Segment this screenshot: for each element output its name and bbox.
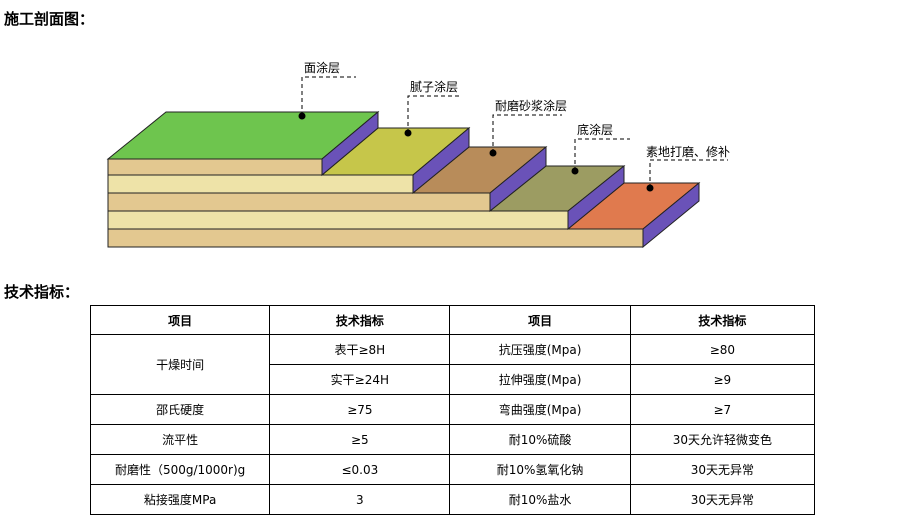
cell-item: 流平性 xyxy=(89,424,271,455)
top-coat-side xyxy=(321,110,379,177)
header-item-2: 项目 xyxy=(449,305,631,335)
table-header-row: 项目 技术指标 项目 技术指标 xyxy=(89,305,816,335)
cell-item: 耐磨性（500g/1000r)g xyxy=(89,454,271,485)
top-coat-dot xyxy=(298,112,306,120)
base-layer-4 xyxy=(107,210,569,230)
spec-table: 项目 技术指标 项目 技术指标 干燥时间 表干≥8H 抗压强度(Mpa) ≥80… xyxy=(89,305,816,515)
cell-value: 30天允许轻微变色 xyxy=(629,424,816,455)
header-spec-1: 技术指标 xyxy=(269,305,451,335)
table-row: 干燥时间 表干≥8H 抗压强度(Mpa) ≥80 xyxy=(89,334,816,395)
table-row: 邵氏硬度 ≥75 弯曲强度(Mpa) ≥7 xyxy=(89,394,816,425)
leader-lines xyxy=(301,76,728,188)
cell-item: 粘接强度MPa xyxy=(89,484,271,515)
cell-value: 30天无异常 xyxy=(629,454,816,485)
cell-item: 耐10%硫酸 xyxy=(449,424,631,455)
base-layer-1 xyxy=(107,158,323,176)
cell-value: 3 xyxy=(269,484,451,515)
substrate-dot xyxy=(646,184,654,192)
table-row: 耐磨性（500g/1000r)g ≤0.03 耐10%氢氧化钠 30天无异常 xyxy=(89,454,816,485)
cell-value: ≥5 xyxy=(269,424,451,455)
cell-item: 耐10%氢氧化钠 xyxy=(449,454,631,485)
cell-compressive-strength: 抗压强度(Mpa) xyxy=(449,334,631,365)
putty-coat-dot xyxy=(404,129,412,137)
label-mortar-coat: 耐磨砂浆涂层 xyxy=(495,98,567,113)
cell-compressive-value: ≥80 xyxy=(629,334,816,365)
base-layer-3 xyxy=(107,192,491,212)
primer-coat-dot xyxy=(571,167,579,175)
cell-drying-time: 干燥时间 xyxy=(89,334,271,395)
cell-value: ≥75 xyxy=(269,394,451,425)
substrate-side xyxy=(642,181,700,249)
cell-tensile-strength: 拉伸强度(Mpa) xyxy=(449,364,631,395)
base-layer-2 xyxy=(107,174,414,194)
label-putty-coat: 腻子涂层 xyxy=(410,79,458,94)
cell-value: ≤0.03 xyxy=(269,454,451,485)
label-substrate: 素地打磨、修补 xyxy=(646,144,730,159)
header-spec-2: 技术指标 xyxy=(629,305,816,335)
cell-item: 耐10%盐水 xyxy=(449,484,631,515)
cell-item: 弯曲强度(Mpa) xyxy=(449,394,631,425)
cell-item: 邵氏硬度 xyxy=(89,394,271,425)
mortar-coat-side xyxy=(489,145,547,213)
section-heading-specs: 技术指标： xyxy=(4,283,80,301)
header-item-1: 项目 xyxy=(89,305,271,335)
primer-coat-side xyxy=(567,164,625,231)
cell-tensile-value: ≥9 xyxy=(629,364,816,395)
label-primer-coat: 底涂层 xyxy=(577,122,613,137)
table-row: 流平性 ≥5 耐10%硫酸 30天允许轻微变色 xyxy=(89,424,816,455)
leader-dots xyxy=(298,112,654,192)
mortar-coat-dot xyxy=(489,149,497,157)
table-row: 粘接强度MPa 3 耐10%盐水 30天无异常 xyxy=(89,484,816,515)
base-layer-5 xyxy=(107,228,644,248)
cell-value: 30天无异常 xyxy=(629,484,816,515)
construction-section-diagram: 面涂层 腻子涂层 耐磨砂浆涂层 底涂层 素地打磨、修补 xyxy=(106,60,730,249)
label-top-coat: 面涂层 xyxy=(304,60,340,75)
cell-value: ≥7 xyxy=(629,394,816,425)
cell-surface-dry: 表干≥8H xyxy=(269,334,451,365)
putty-coat-side xyxy=(412,126,470,195)
section-heading-diagram: 施工剖面图： xyxy=(4,10,95,28)
cell-hard-dry: 实干≥24H xyxy=(269,364,451,395)
